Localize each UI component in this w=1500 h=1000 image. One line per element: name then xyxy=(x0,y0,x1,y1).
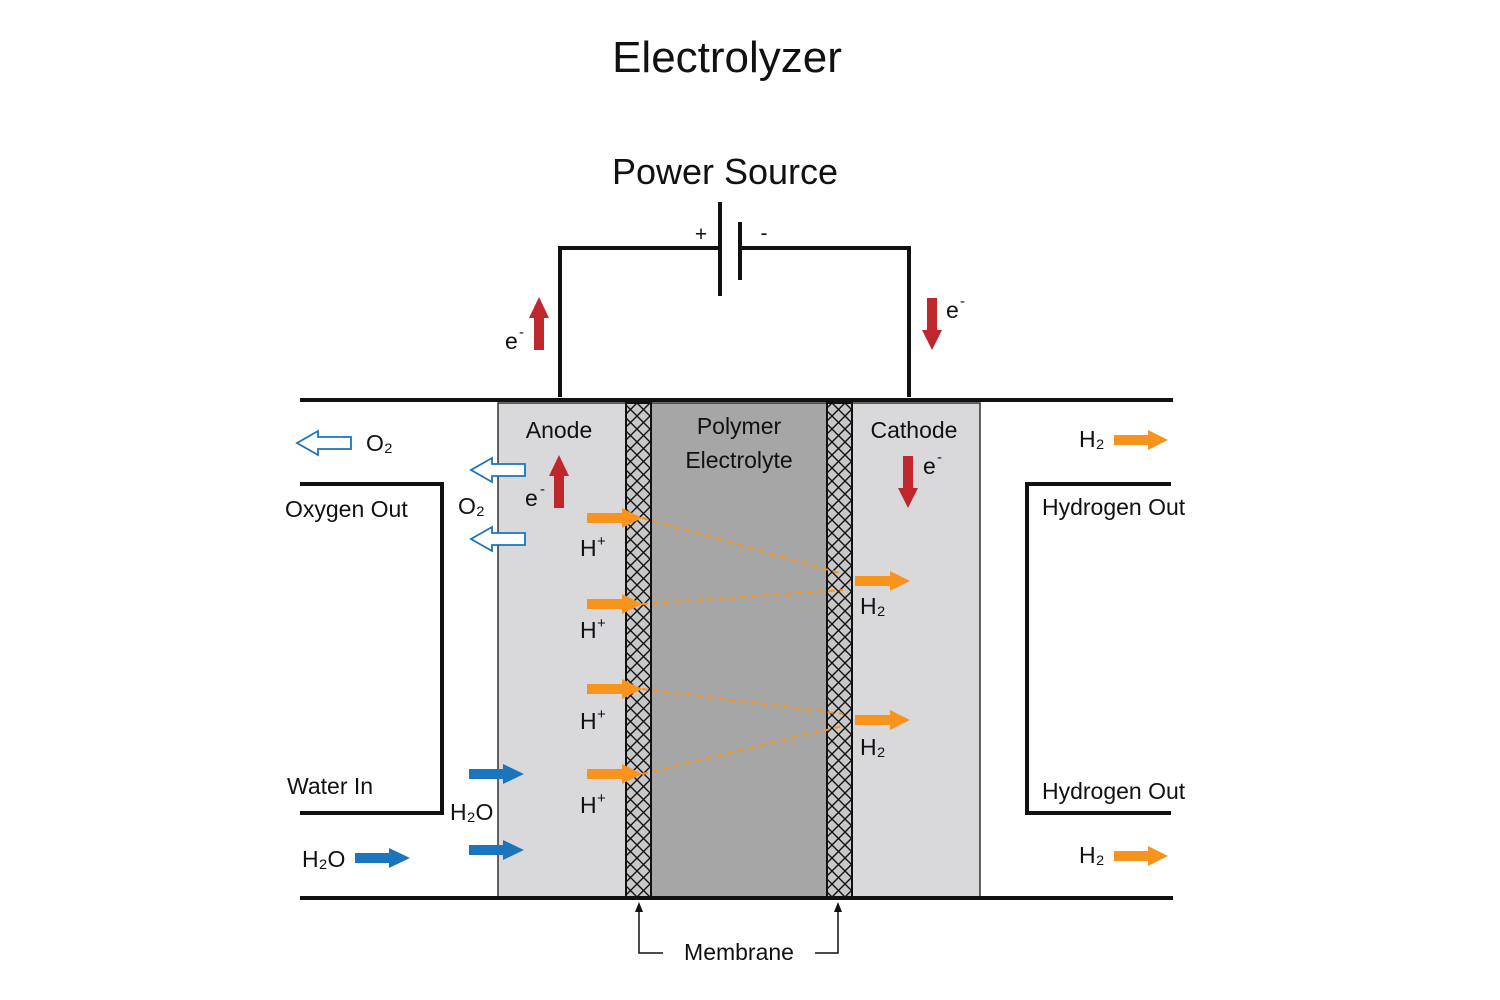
cathode-membrane xyxy=(826,402,853,898)
proton-label: H xyxy=(580,792,597,818)
electron-label: e xyxy=(525,485,538,511)
electrolyte-label: Polymer xyxy=(697,413,782,439)
proton-label: H xyxy=(580,617,597,643)
diagram-title: Electrolyzer xyxy=(612,33,842,82)
electron-label: e xyxy=(505,328,518,354)
electron-label: e xyxy=(946,297,959,323)
electrolyte-label: Electrolyte xyxy=(685,447,792,473)
proton-arrow-icon xyxy=(587,679,642,699)
proton-charge: + xyxy=(597,615,606,632)
electron-down-arrow-icon xyxy=(922,298,942,350)
electron-up-arrow-icon xyxy=(549,455,569,508)
hydrogen-label: H₂ xyxy=(860,593,886,619)
anode-membrane xyxy=(625,402,652,898)
proton-label: H xyxy=(580,708,597,734)
proton-arrow-icon xyxy=(587,764,642,784)
hydrogen-out-arrow-icon xyxy=(1114,430,1168,450)
battery-negative-sign: - xyxy=(761,222,768,245)
membrane-pointer-icon xyxy=(635,902,643,912)
electron-charge: - xyxy=(960,293,965,310)
water-in-arrow-icon xyxy=(355,848,410,868)
electron-label: e xyxy=(923,453,936,479)
oxygen-out-label: Oxygen Out xyxy=(285,496,408,522)
left-port-channel xyxy=(300,482,444,815)
electrolyte-region xyxy=(650,402,828,898)
oxygen-label: O₂ xyxy=(366,430,393,456)
proton-charge: + xyxy=(597,706,606,723)
proton-migration-paths xyxy=(641,517,844,775)
oxygen-out-arrow-icon xyxy=(469,525,526,553)
hydrogen-arrow-icon xyxy=(855,710,910,730)
membrane-label: Membrane xyxy=(684,939,794,965)
power-source-circuit xyxy=(558,202,911,397)
membrane-callout xyxy=(638,908,839,954)
proton-arrow-icon xyxy=(587,508,642,528)
water-in-arrow-icon xyxy=(469,840,524,860)
electron-up-arrow-icon xyxy=(529,297,549,350)
water-label: H₂O xyxy=(302,846,345,872)
hydrogen-out-label: Hydrogen Out xyxy=(1042,778,1186,804)
cathode-region xyxy=(851,402,981,898)
hydrogen-out-arrow-icon xyxy=(1114,846,1168,866)
power-source-label: Power Source xyxy=(612,151,838,192)
proton-label: H xyxy=(580,535,597,561)
anode-label: Anode xyxy=(526,417,593,443)
hydrogen-label: H₂ xyxy=(1079,842,1105,868)
electron-charge: - xyxy=(937,449,942,466)
hydrogen-arrow-icon xyxy=(855,571,910,591)
hydrogen-label: H₂ xyxy=(1079,426,1105,452)
right-port-channel xyxy=(1025,482,1171,815)
cathode-label: Cathode xyxy=(871,417,958,443)
membrane-pointer-icon xyxy=(834,902,842,912)
proton-charge: + xyxy=(597,790,606,807)
water-in-label: Water In xyxy=(287,773,373,799)
electron-charge: - xyxy=(540,481,545,498)
water-label: H₂O xyxy=(450,799,493,825)
water-in-arrow-icon xyxy=(469,764,524,784)
hydrogen-out-label: Hydrogen Out xyxy=(1042,494,1186,520)
hydrogen-label: H₂ xyxy=(860,734,886,760)
electron-down-arrow-icon xyxy=(898,456,918,508)
battery-positive-sign: + xyxy=(695,223,707,246)
electron-charge: - xyxy=(519,324,524,341)
oxygen-out-arrow-icon xyxy=(469,456,526,484)
oxygen-out-arrow-icon xyxy=(295,429,352,457)
proton-charge: + xyxy=(597,533,606,550)
oxygen-label: O₂ xyxy=(458,493,485,519)
proton-arrow-icon xyxy=(587,594,642,614)
